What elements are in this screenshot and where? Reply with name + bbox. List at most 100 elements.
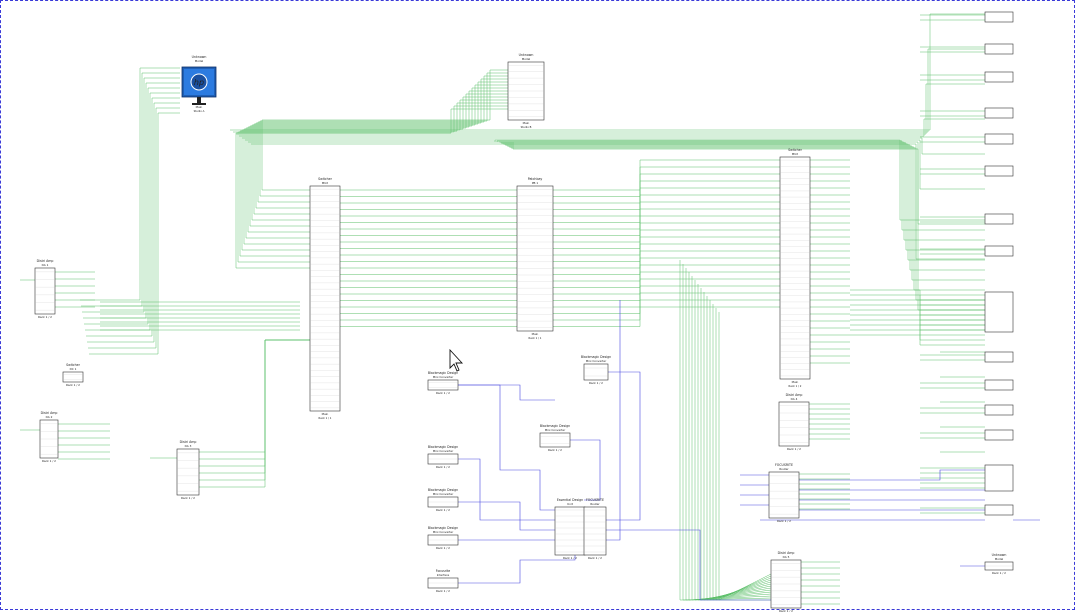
signal-wire [502,142,985,261]
signal-wire [257,75,508,203]
signal-wire [239,118,985,137]
signal-wire [553,292,780,314]
device-subtitle: Router [590,502,600,506]
blue-signal-wires [458,300,1040,601]
device-block-right-6[interactable] [984,213,1014,225]
device-block-right-7[interactable] [984,245,1014,257]
device-rack: Rack 1 / 2 [787,447,801,451]
signal-wire [570,439,601,501]
device-block-right-14[interactable] [984,504,1014,516]
device-box[interactable] [516,185,554,332]
device-title: Blackmagic Design [428,371,458,375]
signal-wire [80,67,180,301]
signal-wire [682,264,772,601]
signal-wire [553,299,780,321]
device-block-right-12[interactable] [984,429,1014,441]
device-block-right-4[interactable] [984,133,1014,145]
device-subtitle: DA 4 [791,397,798,401]
device-block-right-2[interactable] [984,71,1014,83]
device-title: Blackmagic Design [428,445,458,449]
signal-wire [199,339,310,488]
signal-wire [697,284,772,601]
signal-wire [712,304,772,601]
device-block-right-9[interactable] [984,351,1014,363]
device-box[interactable] [34,267,56,315]
signal-wire [84,87,180,325]
device-subtitle: Mini Converter [433,530,454,534]
signal-wire [718,312,772,601]
device-block-right-0[interactable] [984,11,1014,23]
device-title: Blackmagic Design [581,355,611,359]
device-title: Blackmagic Design [540,424,570,428]
device-box[interactable] [583,363,609,381]
signal-wire [199,339,310,460]
device-box[interactable] [539,432,571,448]
device-box[interactable] [427,379,459,391]
device-block-right-3[interactable] [984,107,1014,119]
device-rack: Main [196,105,203,109]
device-block-right-13[interactable] [984,464,1014,492]
device-title: FOCUSRITE [775,463,793,467]
device-box[interactable] [554,506,586,556]
device-subtitle: Mini Converter [433,492,454,496]
device-rack: Rack 1 / 2 [779,609,793,612]
signal-wire [253,81,508,215]
device-box[interactable] [309,185,341,412]
signal-wire [553,285,780,308]
device-block-right-10[interactable] [984,379,1014,391]
device-block-right-1[interactable] [984,43,1014,55]
signal-wire [243,96,508,245]
device-subtitle: Mini Converter [433,375,454,379]
device-box[interactable] [176,448,200,496]
signal-wire [500,142,985,251]
device-rack: Main [532,332,539,336]
device-box[interactable] [62,371,84,383]
device-box[interactable] [583,506,607,556]
device-subtitle: Unit [567,502,574,506]
device-subtitle: DA 5 [783,555,790,559]
signal-wire [89,112,180,355]
signal-wire [247,90,508,233]
device-block-right-8[interactable] [984,291,1014,333]
signal-wire [504,142,985,271]
device-block-right-11[interactable] [984,404,1014,416]
device-rack: Main [322,412,329,416]
signal-wire [458,555,576,584]
device-box[interactable] [778,401,810,447]
device-subtitle: DC 1 [70,367,77,371]
device-subtitle: MUX [322,181,328,185]
device-box[interactable] [768,471,800,519]
device-block-right-5[interactable] [984,165,1014,177]
signal-wire [230,13,985,131]
signal-wire [685,268,772,601]
device-box[interactable] [779,156,811,380]
signal-wire [703,292,772,601]
signal-wire [553,173,780,204]
signal-wire [499,141,985,241]
device-rack: Rack 1 / 2 [66,383,80,387]
device-rack: Rack 1 / 2 [777,519,791,523]
